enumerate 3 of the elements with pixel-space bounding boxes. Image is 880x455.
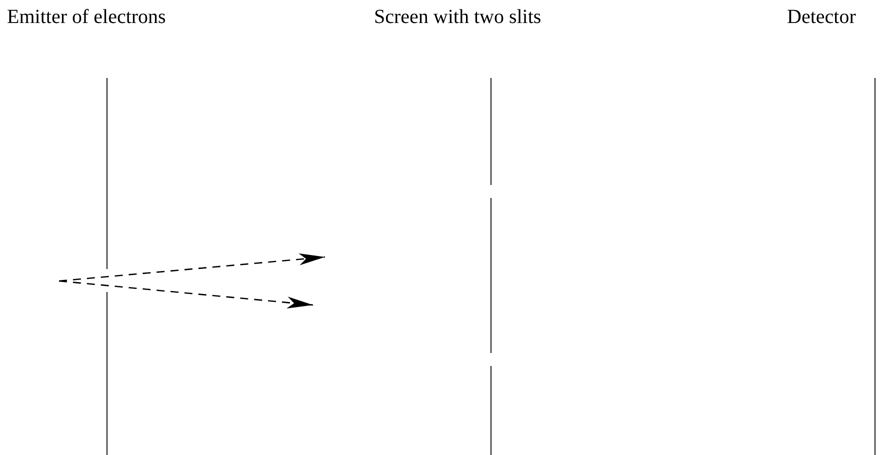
detector-label: Detector xyxy=(787,6,856,29)
screen-label: Screen with two slits xyxy=(374,6,542,29)
emitter-label: Emitter of electrons xyxy=(7,6,166,29)
